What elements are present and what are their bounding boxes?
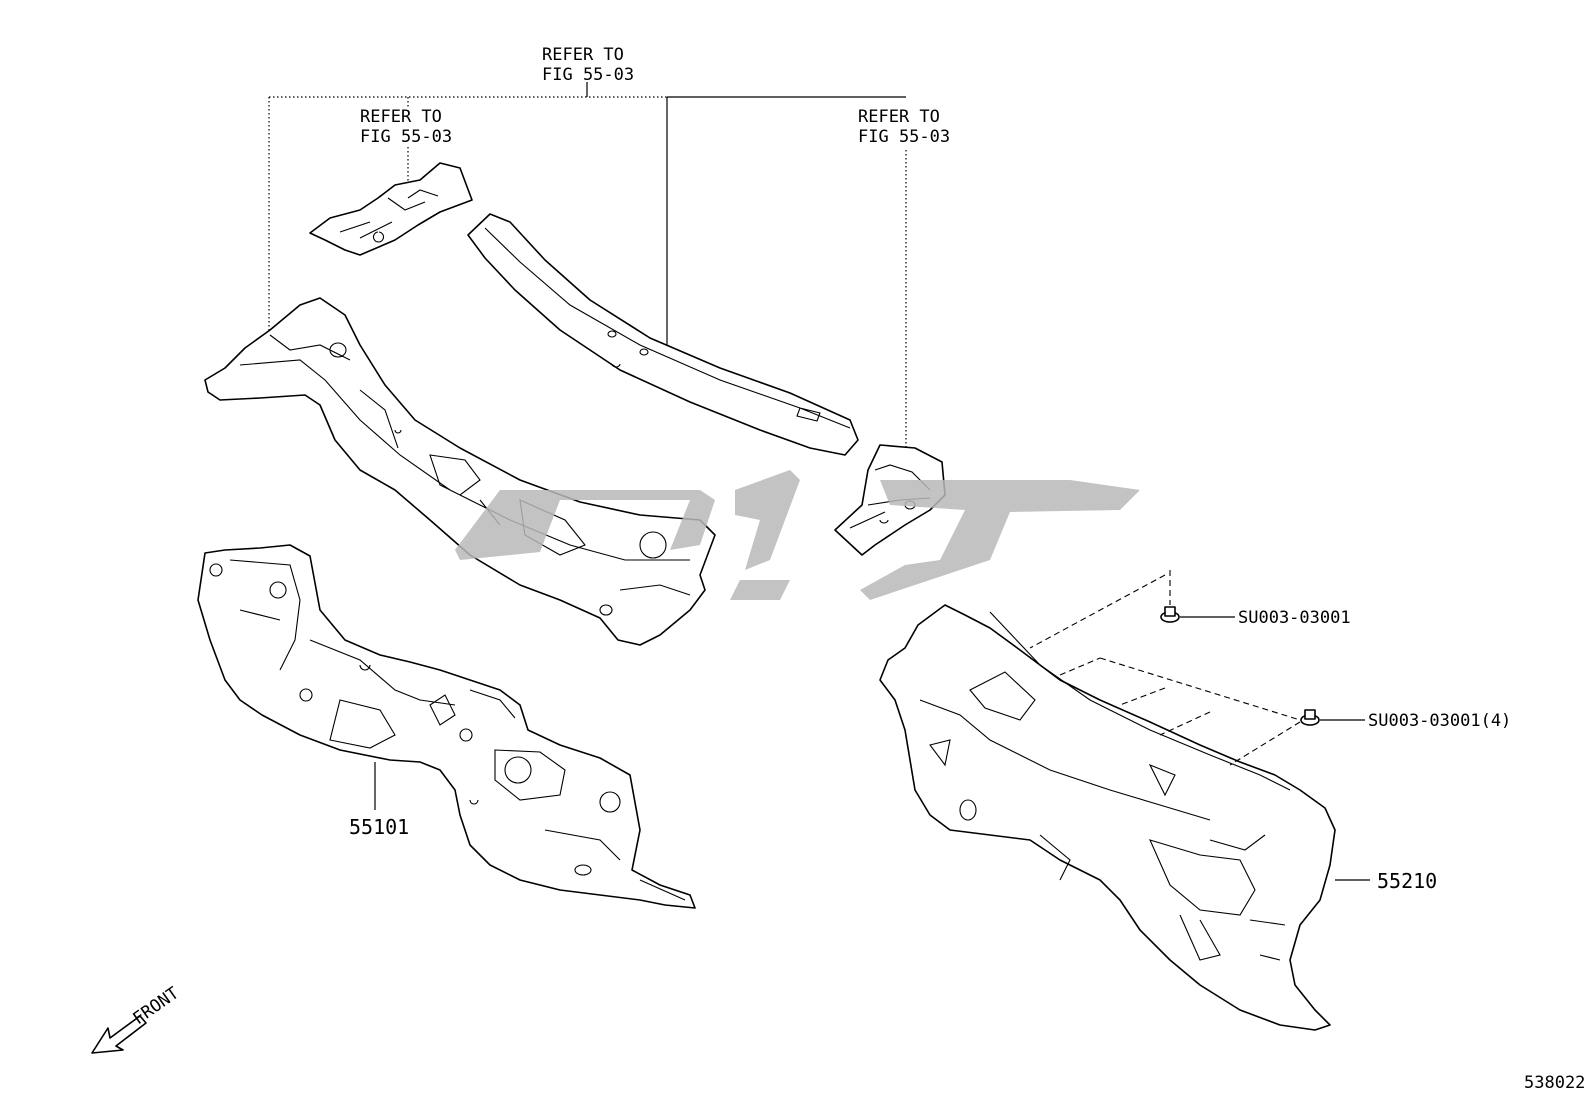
assembly-dashed-lines — [1029, 570, 1301, 766]
part-number-clip-single: SU003-03001 — [1238, 608, 1351, 628]
refer-left-line2: FIG 55-03 — [360, 127, 452, 147]
front-label: FRONT — [129, 983, 182, 1029]
watermark-logo — [455, 470, 1140, 600]
reference-leaders — [268, 82, 907, 448]
upper-left-bracket — [309, 162, 473, 256]
insulator-55210 — [879, 604, 1370, 1031]
part-number-55210: 55210 — [1377, 869, 1437, 893]
refer-right-line1: REFER TO — [858, 107, 940, 127]
clip-single — [1160, 606, 1235, 623]
refer-left-line1: REFER TO — [360, 107, 442, 127]
clip-multi — [1300, 709, 1365, 726]
illustration-number: 538022 — [1524, 1073, 1585, 1093]
front-arrow-icon: FRONT — [91, 983, 183, 1054]
cowl-top-panel — [467, 213, 859, 456]
dash-panel-55101 — [197, 544, 696, 909]
refer-right-line2: FIG 55-03 — [858, 127, 950, 147]
part-number-clip-multi: SU003-03001(4) — [1368, 711, 1511, 731]
refer-top-line1: REFER TO — [542, 45, 624, 65]
part-number-55101: 55101 — [349, 815, 409, 839]
refer-top-line2: FIG 55-03 — [542, 65, 634, 85]
